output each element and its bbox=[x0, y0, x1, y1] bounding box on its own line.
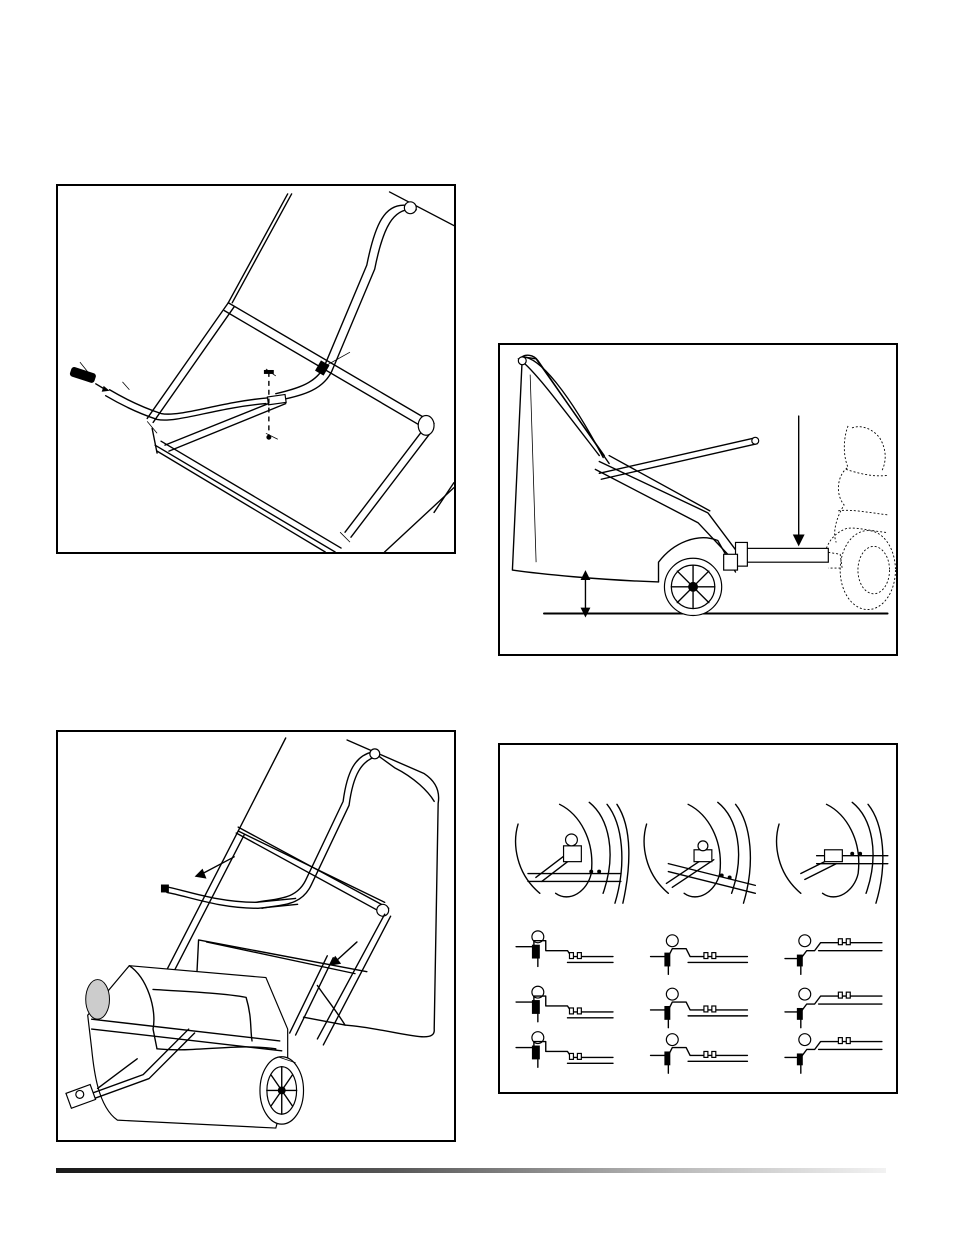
tow-height-figure bbox=[498, 343, 898, 656]
hitch-view-1 bbox=[516, 802, 629, 903]
handle-assembly-figure bbox=[56, 184, 456, 554]
hitch-positions-figure bbox=[498, 743, 898, 1094]
handle-assembly-illustration bbox=[58, 186, 454, 552]
hitch-view-2 bbox=[644, 802, 755, 903]
footer-rule bbox=[56, 1168, 886, 1173]
hitch-side-views bbox=[516, 931, 882, 1073]
sweeper-towed-by-tractor-illustration bbox=[500, 345, 896, 654]
assembled-lawn-sweeper-illustration bbox=[58, 732, 454, 1140]
hitch-pin-positions-illustration bbox=[500, 745, 896, 1092]
sweeper-assembly-figure bbox=[56, 730, 456, 1142]
hitch-view-3 bbox=[777, 802, 888, 903]
